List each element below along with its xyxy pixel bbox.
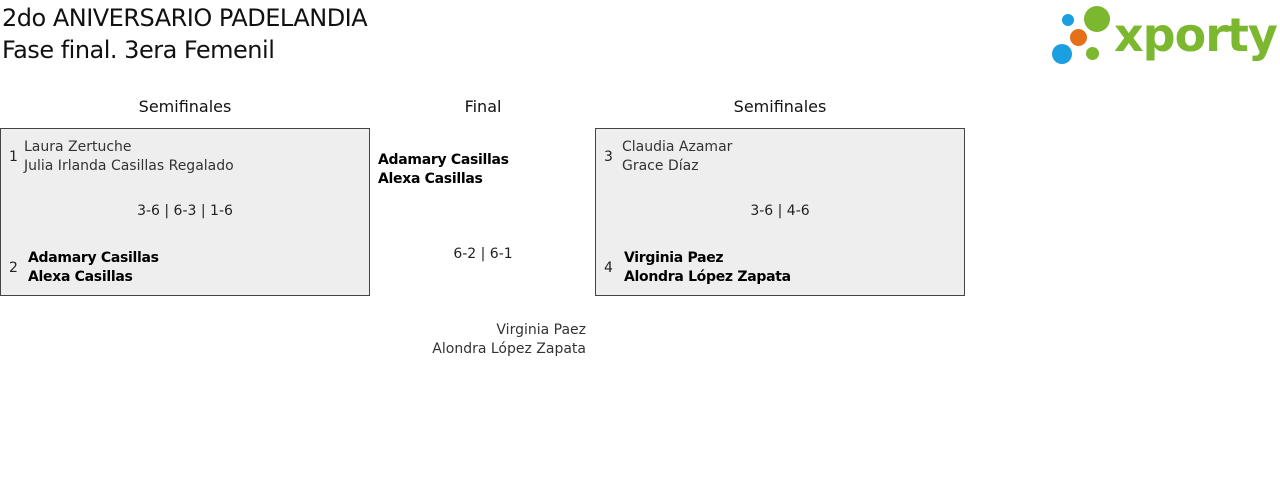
player-name: Virginia Paez bbox=[496, 322, 586, 338]
team-4-players-winner: Virginia Paez Alondra López Zapata bbox=[624, 249, 791, 287]
match-score: 3-6 | 6-3 | 1-6 bbox=[137, 203, 233, 219]
team-seed: 3 bbox=[604, 149, 613, 165]
team-seed: 2 bbox=[9, 260, 18, 276]
player-name: Alondra López Zapata bbox=[432, 341, 586, 357]
final-team-winner: Adamary Casillas Alexa Casillas bbox=[378, 151, 509, 189]
player-name: Adamary Casillas bbox=[378, 152, 509, 168]
player-name: Grace Díaz bbox=[622, 158, 699, 174]
team-2-players-winner: Adamary Casillas Alexa Casillas bbox=[28, 249, 159, 287]
player-name: Adamary Casillas bbox=[28, 250, 159, 266]
logo-dot-green-small bbox=[1086, 47, 1099, 60]
player-name: Virginia Paez bbox=[624, 250, 724, 266]
logo-dot-blue-large bbox=[1052, 44, 1072, 64]
logo-dot-orange bbox=[1070, 29, 1087, 46]
semifinal-match-1[interactable]: 1 Laura Zertuche Julia Irlanda Casillas … bbox=[0, 128, 370, 296]
column-header-final: Final bbox=[464, 97, 502, 116]
match-score: 3-6 | 4-6 bbox=[750, 203, 810, 219]
player-name: Alondra López Zapata bbox=[624, 269, 791, 285]
phase-category: Fase final. 3era Femenil bbox=[2, 36, 275, 64]
tournament-name: 2do ANIVERSARIO PADELANDIA bbox=[2, 4, 368, 32]
team-seed: 1 bbox=[9, 149, 18, 165]
team-3-players: Claudia Azamar Grace Díaz bbox=[622, 138, 732, 176]
final-score: 6-2 | 6-1 bbox=[453, 246, 513, 262]
player-name: Alexa Casillas bbox=[28, 269, 133, 285]
player-name: Laura Zertuche bbox=[24, 139, 132, 155]
logo-wordmark: xporty bbox=[1114, 8, 1278, 62]
final-team-runnerup: Virginia Paez Alondra López Zapata bbox=[432, 321, 586, 359]
logo-dot-green-large bbox=[1084, 6, 1110, 32]
player-name: Alexa Casillas bbox=[378, 171, 483, 187]
xporty-logo[interactable]: xporty bbox=[1050, 4, 1278, 68]
column-header-semifinals-left: Semifinales bbox=[138, 97, 232, 116]
page-title: 2do ANIVERSARIO PADELANDIA Fase final. 3… bbox=[2, 2, 368, 66]
player-name: Claudia Azamar bbox=[622, 139, 733, 155]
semifinal-match-2[interactable]: 3 Claudia Azamar Grace Díaz 3-6 | 4-6 4 … bbox=[595, 128, 965, 296]
team-1-players: Laura Zertuche Julia Irlanda Casillas Re… bbox=[24, 138, 234, 176]
logo-dot-blue-small bbox=[1062, 14, 1074, 26]
column-header-semifinals-right: Semifinales bbox=[733, 97, 827, 116]
team-seed: 4 bbox=[604, 260, 613, 276]
player-name: Julia Irlanda Casillas Regalado bbox=[24, 158, 234, 174]
